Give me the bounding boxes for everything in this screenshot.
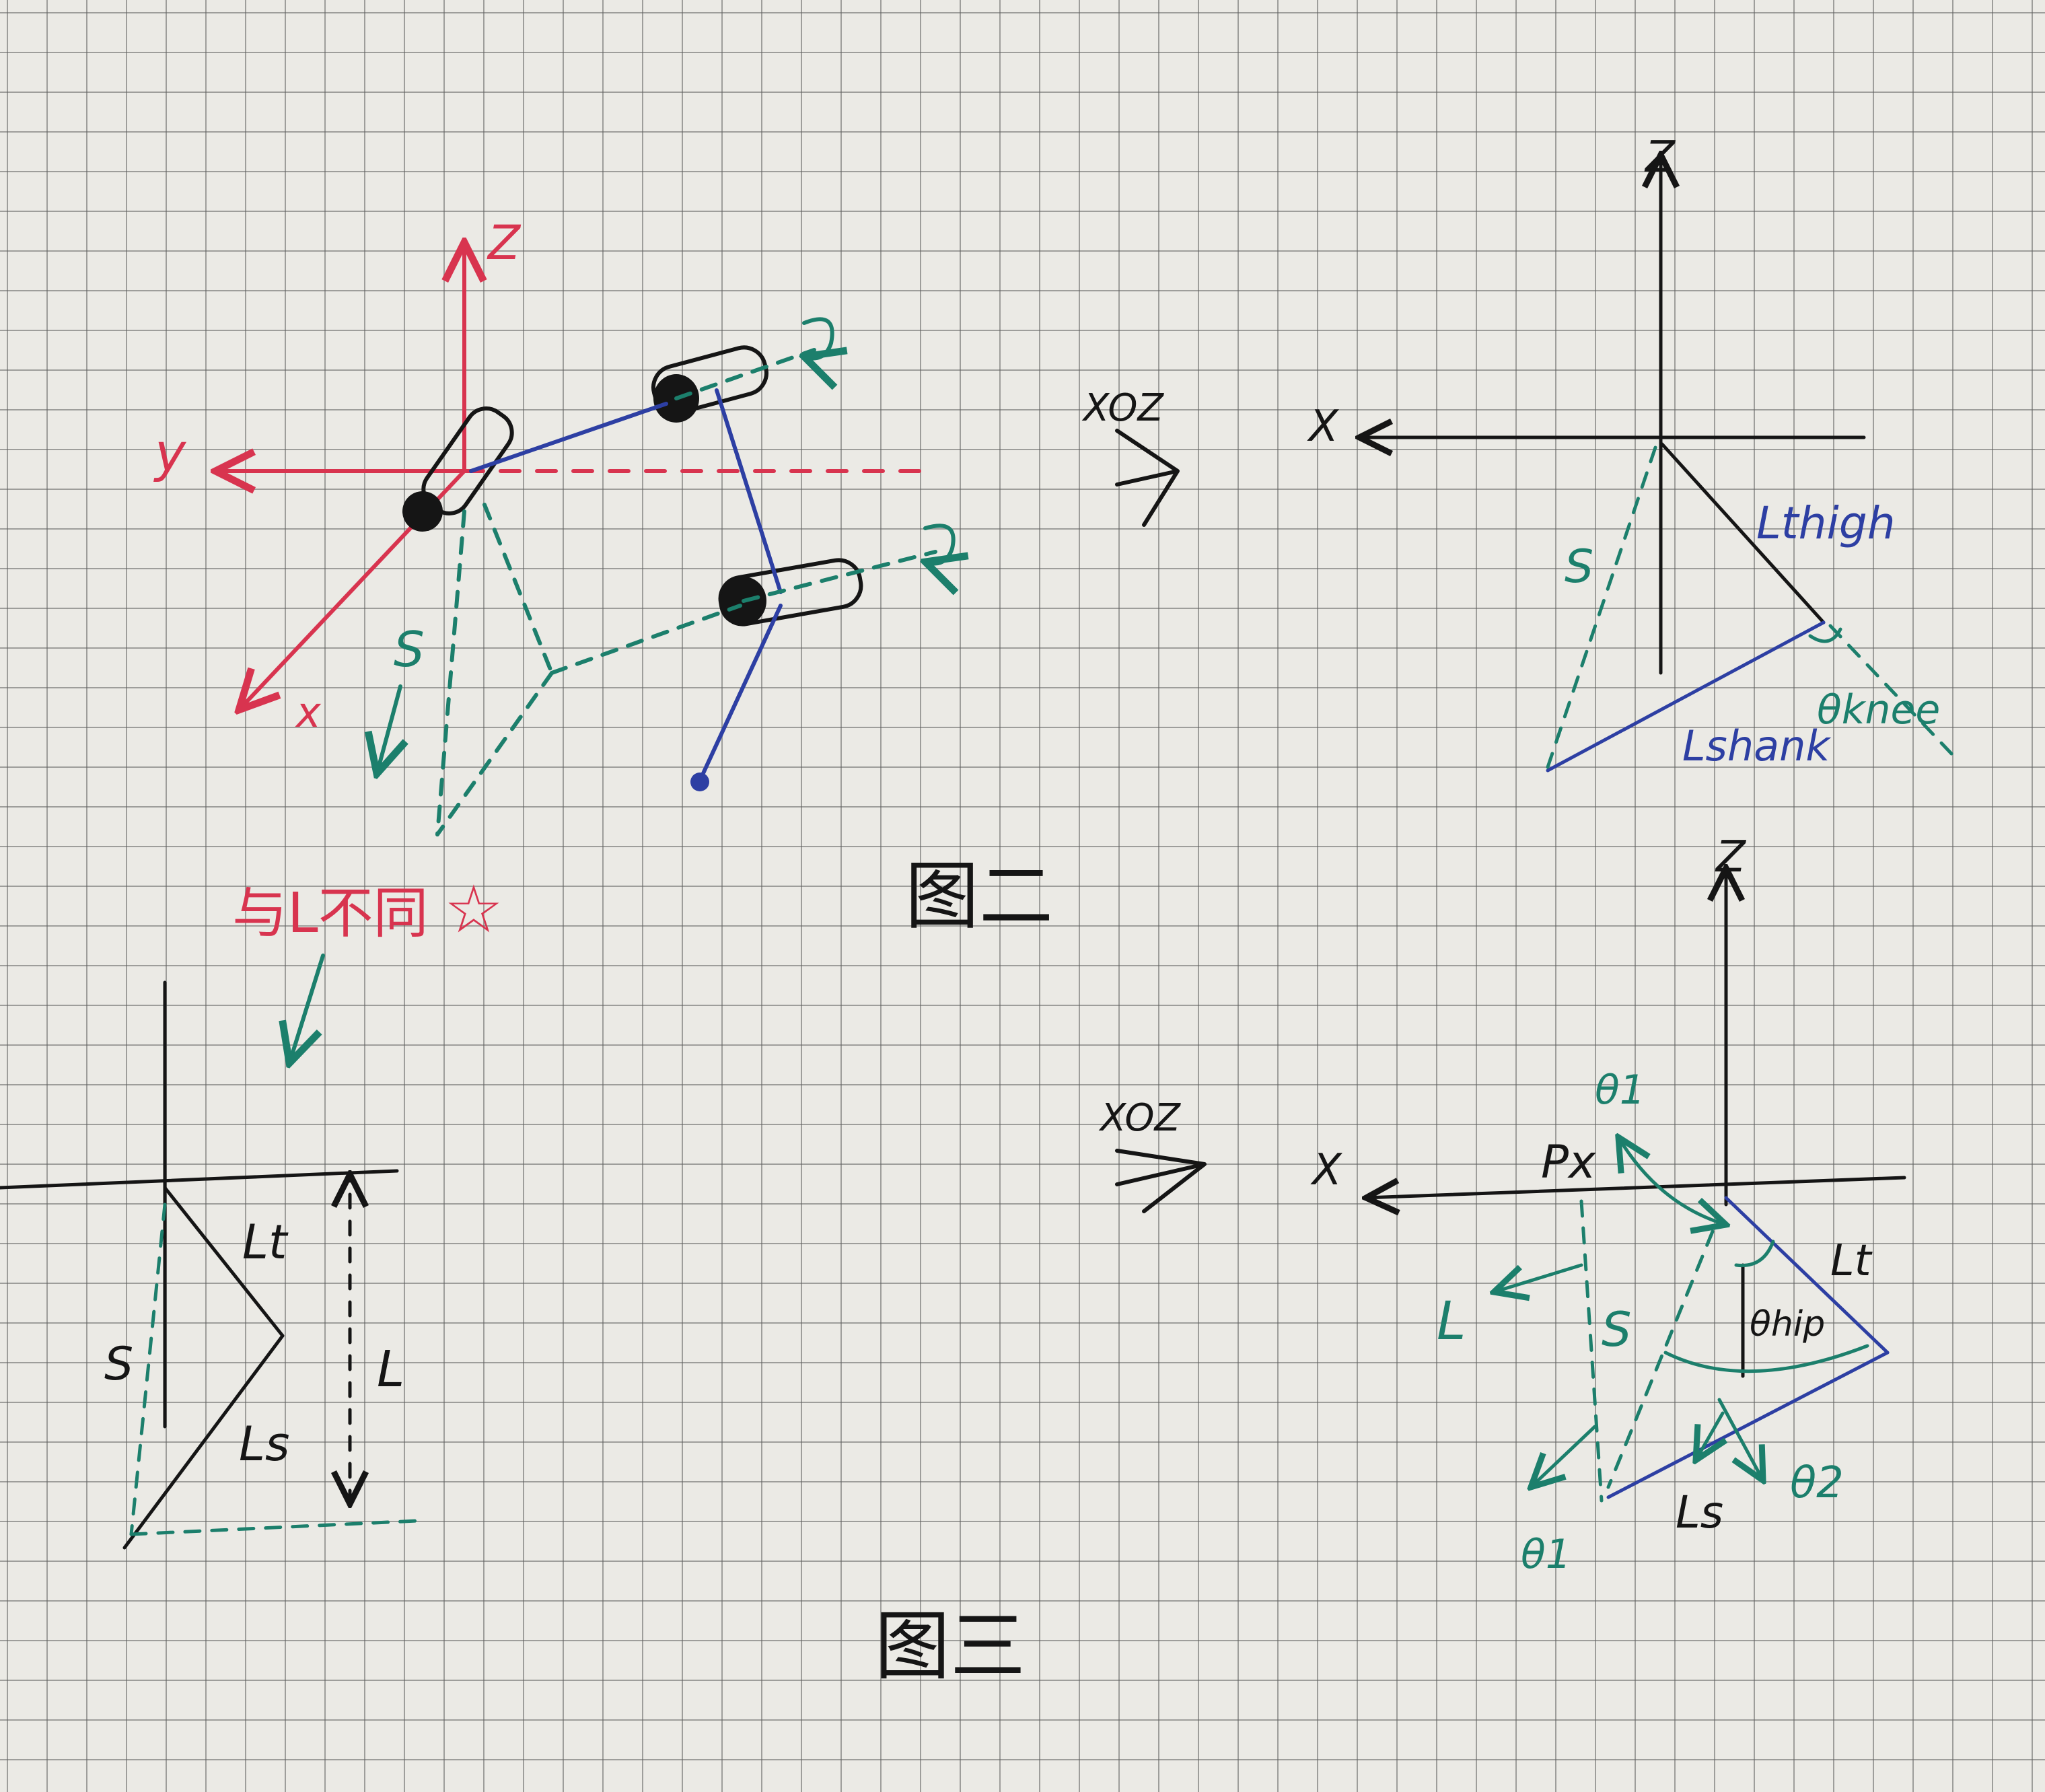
fig3-small-arc — [1734, 1240, 1775, 1268]
star-icon: ☆ — [444, 871, 503, 948]
fig3-theta2-arrow — [1717, 1398, 1763, 1480]
fig3-x-axis — [1366, 1176, 1906, 1198]
fig1-thigh-link — [715, 388, 783, 594]
fig1-shank-link — [698, 604, 783, 783]
fig1-rot-axis-2 — [742, 550, 937, 603]
left-s-label: S — [104, 1338, 133, 1391]
fig3-l-arrow — [1494, 1263, 1583, 1292]
fig3-s-dash — [1606, 1229, 1715, 1489]
fig3-arrow — [1696, 1411, 1723, 1460]
fig3-theta2: θ2 — [1790, 1458, 1844, 1508]
hip-joint-cylinder — [402, 406, 514, 532]
fig2-s-label: S — [1565, 540, 1593, 594]
fig3-hip-angle: θhip — [1750, 1304, 1825, 1345]
fig1-x-label: x — [295, 688, 322, 737]
fig3-z-label: Z — [1715, 832, 1746, 882]
fig3-theta1-bottom: θ1 — [1521, 1531, 1571, 1578]
left-horizontal-axis — [0, 1169, 399, 1190]
left-l-label: L — [377, 1340, 404, 1398]
knee-joint-cylinder — [718, 558, 863, 626]
fig2-shank — [1546, 620, 1826, 773]
fig2-s-line — [1546, 445, 1657, 769]
fig2-thigh — [1660, 442, 1826, 624]
fig3-px-label: Px — [1541, 1136, 1596, 1189]
fig1-s-label: S — [394, 621, 425, 678]
fig3-px-dash — [1579, 1199, 1604, 1503]
fig3-caption: 图三 — [875, 1603, 1026, 1690]
fig2-dash — [1828, 624, 1953, 756]
fig3-implies-icon — [1115, 1149, 1207, 1213]
fig2-thigh-label: Lthigh — [1756, 497, 1896, 549]
fig1-s-arrow — [377, 684, 400, 774]
fig1-note: 与L不同 — [232, 882, 429, 945]
fig1-note-arrow — [289, 954, 325, 1063]
rotation-arrow-icon — [925, 524, 954, 563]
fig3-plane-label: XOZ — [1098, 1096, 1181, 1140]
fig1-dash — [550, 604, 742, 675]
left-s-dash — [129, 1203, 167, 1536]
fig2-knee-angle: θknee — [1817, 686, 1940, 733]
figure-1-3d-leg — [215, 242, 954, 1063]
fig2-knee-arc — [1808, 627, 1842, 643]
figure-left-side-view — [0, 980, 419, 1550]
fig3-thigh — [1724, 1196, 1890, 1355]
fig1-rot-axis-1 — [674, 348, 816, 400]
fig1-s-line — [435, 509, 466, 836]
fig2-x-label: X — [1307, 402, 1339, 452]
fig1-hip-link — [469, 402, 668, 473]
fig2-plane-label: XOZ — [1081, 386, 1164, 430]
fig3-theta1-arc — [1618, 1137, 1726, 1225]
fig2-caption: 图二 — [905, 853, 1053, 939]
fig3-l-label: L — [1437, 1291, 1466, 1352]
left-base-dash — [129, 1519, 419, 1536]
fig1-dash — [482, 503, 554, 675]
fig3-s-label: S — [1602, 1302, 1631, 1357]
thigh-joint-cylinder — [651, 345, 768, 423]
fig3-hip-arc — [1663, 1344, 1869, 1373]
figure-2 — [1115, 155, 1953, 773]
left-shank — [122, 1334, 285, 1550]
fig2-implies-icon — [1115, 429, 1180, 527]
fig1-z-label: Z — [487, 215, 522, 271]
figure-3 — [1115, 868, 1906, 1503]
fig3-theta1-arrow — [1531, 1425, 1597, 1487]
fig1-y-label: y — [153, 423, 187, 484]
left-ls-label: Ls — [239, 1417, 289, 1472]
fig3-x-label: X — [1310, 1145, 1342, 1195]
fig3-lt-label: Lt — [1830, 1236, 1873, 1286]
rotation-arrow-icon — [804, 317, 832, 358]
fig2-z-label: Z — [1644, 133, 1676, 182]
fig3-theta1-top: θ1 — [1595, 1067, 1645, 1114]
left-thigh — [163, 1186, 285, 1338]
foot-point — [690, 773, 709, 791]
fig3-ls-label: Ls — [1676, 1486, 1723, 1538]
fig3-shank — [1606, 1351, 1890, 1499]
fig2-shank-label: Lshank — [1682, 721, 1831, 770]
fig1-dash — [435, 671, 554, 836]
left-lt-label: Lt — [242, 1215, 289, 1270]
